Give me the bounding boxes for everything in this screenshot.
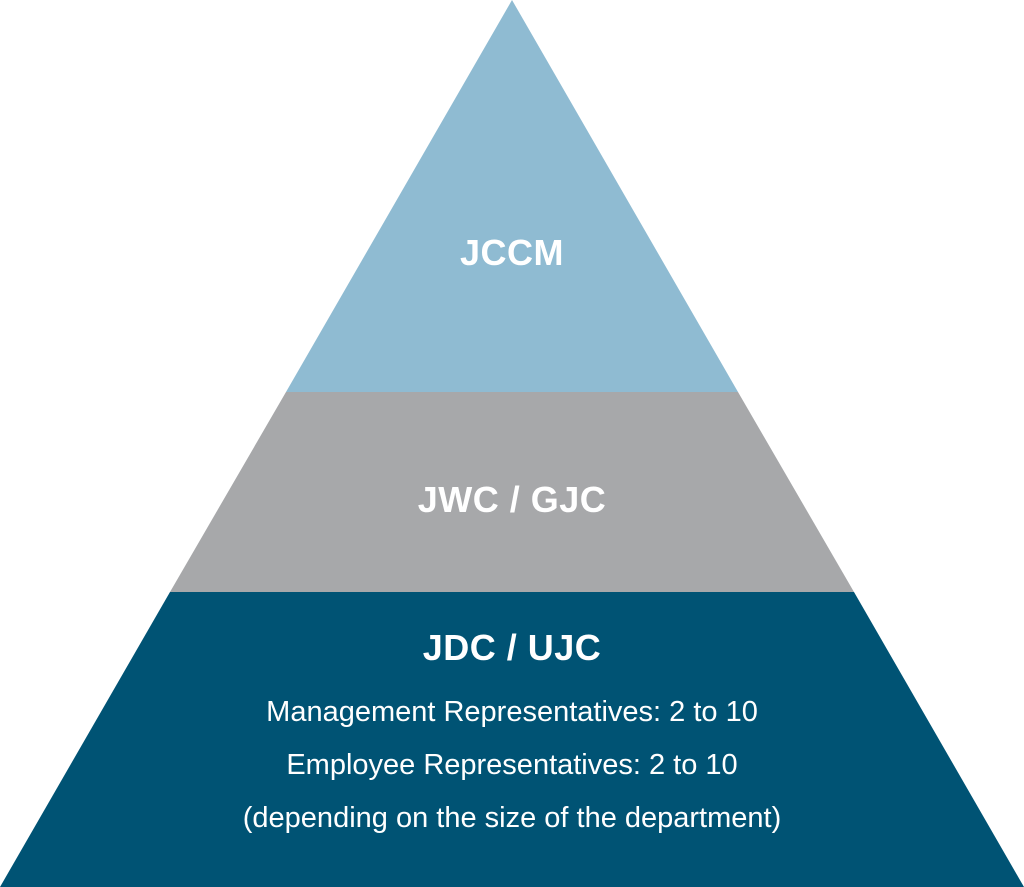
tier-label-top: JCCM	[459, 232, 564, 273]
pyramid-tier-top	[286, 0, 738, 392]
tier-label-bottom: JDC / UJC	[422, 627, 602, 668]
pyramid-tier-bottom	[0, 592, 1024, 887]
tier-label-middle: JWC / GJC	[417, 479, 607, 520]
pyramid-tier-middle	[170, 392, 854, 592]
department-size-note: (depending on the size of the department…	[242, 802, 782, 834]
employee-representatives-text: Employee Representatives: 2 to 10	[286, 749, 738, 781]
management-representatives-text: Management Representatives: 2 to 10	[266, 696, 758, 728]
